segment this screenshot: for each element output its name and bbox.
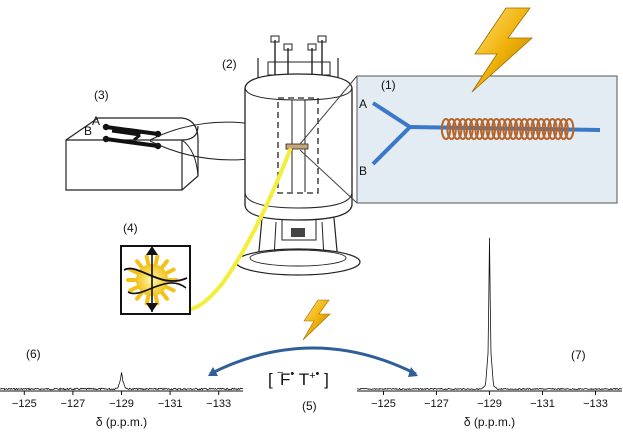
step-3-label: (3): [94, 88, 109, 102]
coil: [440, 118, 575, 140]
sun-ray: [144, 294, 151, 306]
nmr-magnet: [235, 35, 361, 276]
sun-ray: [165, 267, 176, 275]
coil-turn: [485, 118, 496, 140]
spectrum-6: [0, 372, 244, 395]
sun-ray: [128, 285, 139, 293]
coil-turn: [502, 118, 513, 140]
coil-turn: [552, 118, 564, 140]
inset-line-a-label: A: [359, 97, 368, 111]
rf-pulse-icon: [471, 7, 534, 93]
x-tick-label: −131: [530, 398, 555, 410]
x-tick-label: −127: [60, 398, 86, 410]
sun-ray: [160, 259, 169, 269]
coil-turn: [541, 118, 552, 140]
coil-turn: [564, 118, 575, 140]
t-charge: +: [309, 370, 316, 382]
x-axis-label: δ (p.p.m.): [95, 415, 148, 429]
x-tick-label: −125: [371, 398, 396, 410]
spectrum-7: [356, 237, 623, 395]
inset-line-b-label: B: [359, 164, 368, 178]
x-axis-label: δ (p.p.m.): [463, 415, 516, 429]
sun-ray: [153, 294, 160, 306]
sun-ray: [153, 254, 160, 266]
f-symbol: F: [280, 370, 291, 389]
transfer-arc: [209, 346, 417, 376]
t-radical-dot: •: [315, 368, 320, 380]
box-line-a-label: A: [92, 114, 101, 128]
small-pulse-icon: [302, 299, 331, 341]
light-module: [120, 245, 191, 315]
sun-ray: [165, 285, 176, 293]
sample-tubes: [102, 123, 162, 150]
coil-turn: [440, 118, 452, 140]
coil-turn: [474, 118, 485, 140]
coil-turn: [558, 118, 569, 140]
f-radical-dot: •: [290, 368, 295, 380]
sun-ray: [128, 267, 139, 275]
coil-turn: [480, 118, 491, 140]
step-5-label: (5): [302, 399, 317, 413]
step-4-label: (4): [123, 221, 138, 235]
coil-turn: [524, 118, 536, 140]
coil-turn: [446, 118, 457, 140]
step-7-label: (7): [571, 348, 586, 362]
coil-turn: [508, 118, 519, 140]
polarizer-box: [65, 117, 199, 191]
coil-turn: [457, 118, 468, 140]
sun-ray: [144, 254, 151, 266]
sun-ray: [135, 291, 144, 301]
close-bracket: ]: [324, 370, 329, 389]
coil-turn: [452, 118, 463, 140]
x-tick-label: −133: [583, 398, 608, 410]
step-6-label: (6): [26, 347, 41, 361]
coil-turn: [530, 118, 541, 140]
x-tick-label: −133: [206, 398, 232, 410]
spectrum-trace: [0, 372, 244, 391]
x-tick-label: −129: [477, 398, 502, 410]
coil-turn: [496, 118, 508, 140]
inset-box: [356, 75, 618, 204]
coil-turn: [547, 118, 558, 140]
t-symbol: T: [298, 370, 310, 389]
coil-turn: [468, 118, 480, 140]
coil-turn: [491, 118, 502, 140]
x-tick-label: −127: [424, 398, 449, 410]
sun-ray: [160, 291, 169, 301]
radical-pair-formula: [ –F• T+• ]: [268, 367, 329, 390]
step-1-label: (1): [381, 78, 396, 92]
coil-turn: [519, 118, 530, 140]
coil-turn: [513, 118, 524, 140]
sun-ray: [135, 259, 144, 269]
x-tick-label: −125: [11, 398, 37, 410]
x-tick-label: −131: [157, 398, 183, 410]
spectrum-trace: [356, 237, 623, 391]
box-line-b-label: B: [84, 124, 93, 138]
open-bracket: [: [268, 370, 273, 389]
step-2-label: (2): [222, 57, 237, 71]
coil-turn: [536, 118, 547, 140]
x-tick-label: −129: [109, 398, 134, 410]
coil-turn: [463, 118, 474, 140]
f-charge: –: [277, 367, 284, 378]
